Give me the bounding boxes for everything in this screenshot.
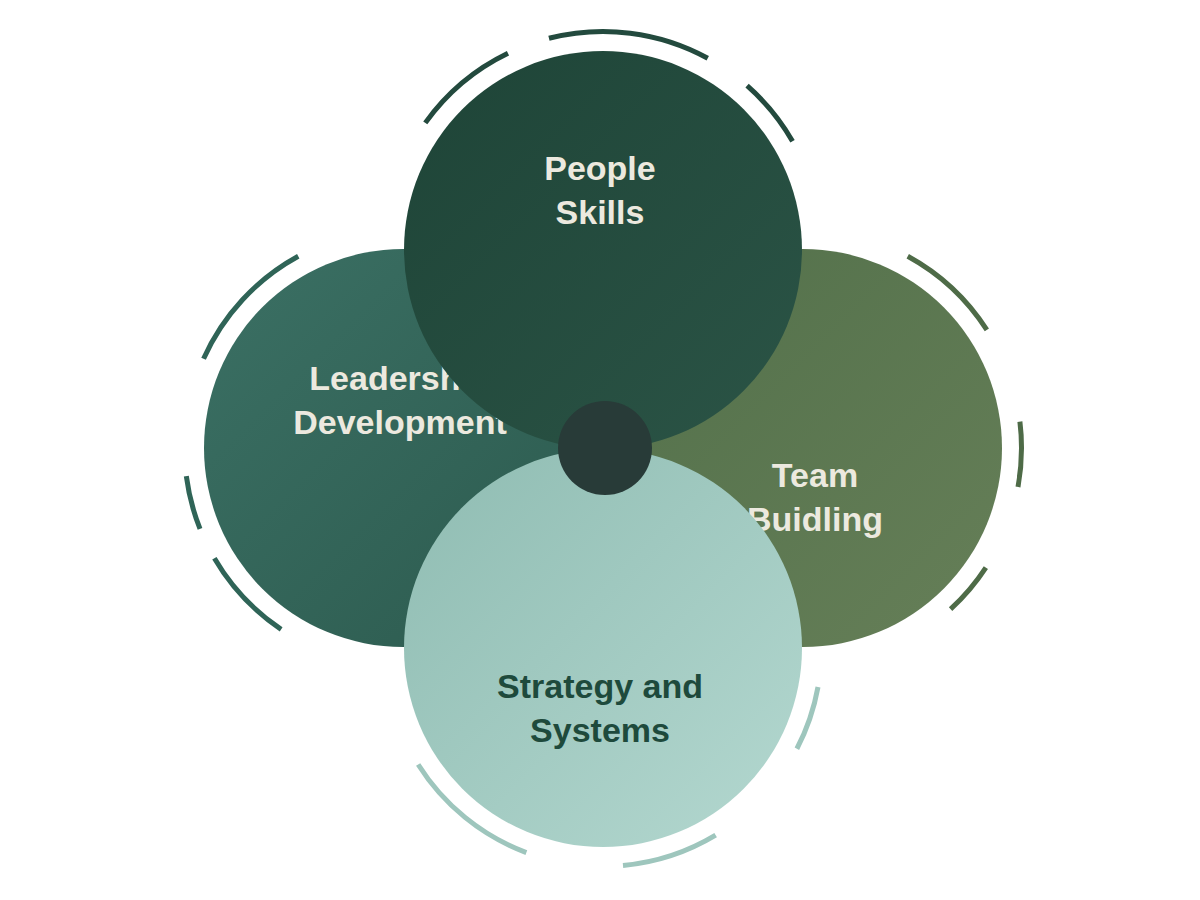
circle-fill [404, 449, 802, 847]
ring-stroke [1016, 421, 1024, 487]
center-dot [558, 401, 652, 495]
topic-circle: People Skills [404, 51, 802, 449]
ring-stroke [184, 476, 203, 530]
circle-fill [404, 51, 802, 449]
topic-circle: Strategy and Systems [404, 449, 802, 847]
circle-shape [404, 51, 802, 449]
topic-label: Strategy and Systems [475, 664, 725, 752]
topic-label: People Skills [525, 146, 675, 234]
ring-stroke [795, 687, 821, 750]
circle-shape [404, 449, 802, 847]
